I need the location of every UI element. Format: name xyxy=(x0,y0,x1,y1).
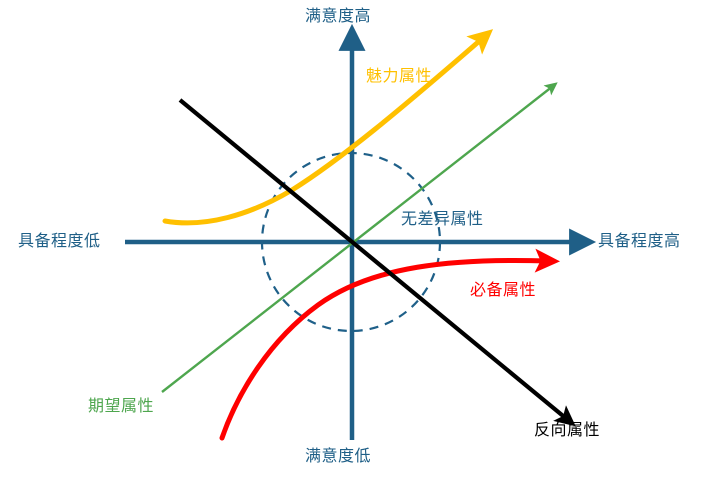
axis-label-degree-low: 具备程度低 xyxy=(18,233,101,250)
expected-line xyxy=(161,82,558,393)
mustbe-curve xyxy=(219,248,560,441)
curve-label-expected: 期望属性 xyxy=(88,398,155,415)
indifference-circle xyxy=(260,151,442,333)
axis-label-satisfaction-high: 满意度高 xyxy=(305,8,372,25)
attractive-curve xyxy=(162,29,494,226)
region-label-indifferent: 无差异属性 xyxy=(401,211,484,228)
axis-label-satisfaction-low: 满意度低 xyxy=(305,448,372,465)
curve-label-reverse: 反向属性 xyxy=(534,422,601,439)
axis-label-degree-high: 具备程度高 xyxy=(598,233,681,250)
reverse-line xyxy=(178,98,576,427)
curve-label-attractive: 魅力属性 xyxy=(366,68,433,85)
curve-label-mustbe: 必备属性 xyxy=(470,282,537,299)
